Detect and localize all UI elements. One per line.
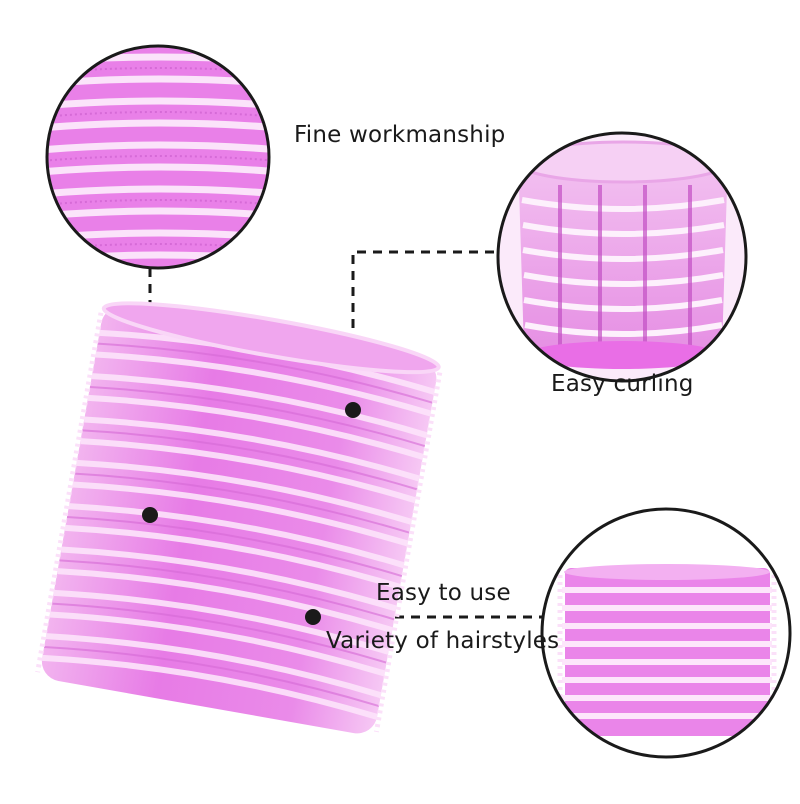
callout-circle-fine-workmanship xyxy=(45,44,271,270)
connector-dot xyxy=(142,507,158,523)
label-easy-to-use: Easy to use xyxy=(376,580,511,606)
connector-dot xyxy=(345,402,361,418)
label-variety-of-hairstyles: Variety of hairstyles xyxy=(326,628,560,654)
callout-circle-easy-curling xyxy=(496,131,748,383)
callout-circle-easy-to-use xyxy=(540,507,792,759)
label-fine-workmanship: Fine workmanship xyxy=(294,122,506,148)
label-easy-curling: Easy curling xyxy=(551,371,694,397)
connector-dot xyxy=(305,609,321,625)
hair-roller-image xyxy=(35,301,443,734)
